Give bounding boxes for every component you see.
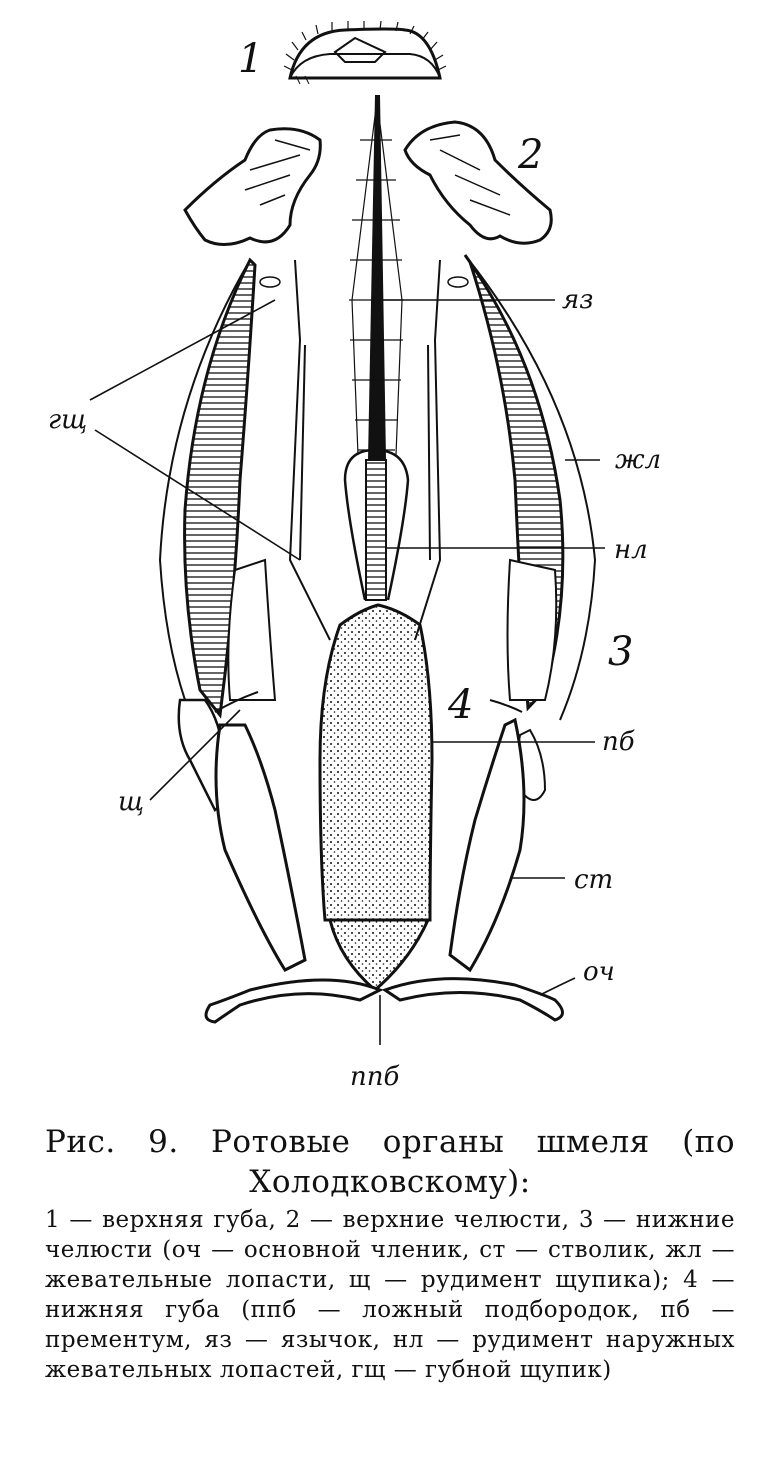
figure-caption-body: 1 — верхняя губа, 2 — верхние челюсти, 3… (45, 1207, 735, 1383)
label-2: 2 (517, 132, 543, 178)
left-mandible (183, 127, 322, 246)
leader-gshch-2 (94, 429, 301, 561)
right-cardo (381, 977, 564, 1022)
leader-gshch-1 (89, 299, 276, 401)
right-mandible (403, 120, 553, 245)
label-och: оч (583, 957, 615, 987)
label-3: 3 (608, 629, 633, 675)
label-yaz: яз (562, 285, 593, 315)
label-st: ст (574, 865, 613, 895)
label-zhl: жл (615, 445, 661, 475)
left-maxilla (158, 257, 307, 972)
label-1: 1 (238, 36, 263, 82)
glossa (349, 95, 404, 601)
label-ppb: ппб (350, 1062, 399, 1092)
leader-och (539, 977, 576, 996)
paraglossae (343, 448, 410, 601)
label-gshch: гщ (48, 405, 87, 435)
label-4: 4 (447, 682, 473, 728)
prementum (318, 603, 434, 992)
leader-shch (149, 709, 241, 801)
label-pb: пб (602, 727, 635, 757)
left-cardo (204, 978, 384, 1024)
mouthparts-diagram: 1 2 3 4 яз гщ жл нл пб щ ст оч ппб (48, 20, 661, 1092)
labrum (283, 20, 447, 85)
right-maxilla (448, 254, 597, 973)
figure-caption-title: Рис. 9. Ротовые органы шмеля (по Холодко… (45, 1124, 735, 1200)
label-shch: щ (118, 787, 144, 817)
label-nl: нл (614, 535, 648, 565)
